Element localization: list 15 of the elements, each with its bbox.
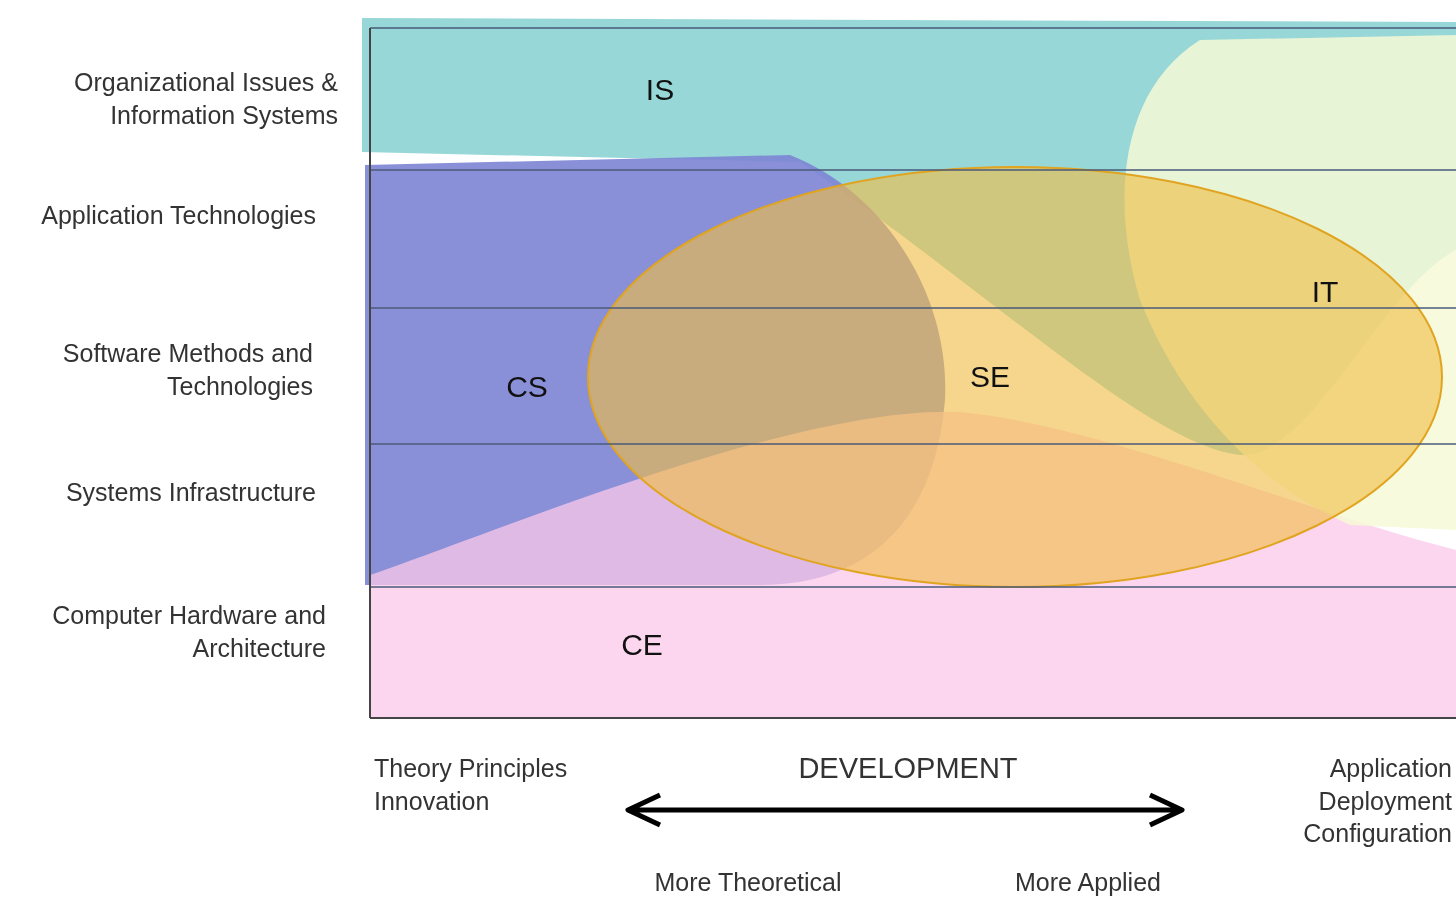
region-label: CS xyxy=(506,370,548,404)
axis-label: Theory Principles Innovation xyxy=(374,753,569,817)
row-label: Systems Infrastructure xyxy=(64,477,316,508)
region-label: CE xyxy=(621,628,663,662)
axis-label: More Applied xyxy=(1015,867,1161,898)
row-label: Organizational Issues & Information Systems xyxy=(72,67,338,131)
region-label: IT xyxy=(1311,275,1339,309)
region-label: IS xyxy=(645,73,675,107)
axis-label: Application Deployment Configuration xyxy=(1302,753,1452,849)
region-label: SE xyxy=(970,360,1010,394)
row-label: Software Methods and Technologies xyxy=(61,338,313,402)
axis-label: DEVELOPMENT xyxy=(798,751,1018,786)
axis-label: More Theoretical xyxy=(654,867,842,898)
row-label: Application Technologies xyxy=(40,200,316,231)
row-label: Computer Hardware and Architecture xyxy=(51,600,326,664)
